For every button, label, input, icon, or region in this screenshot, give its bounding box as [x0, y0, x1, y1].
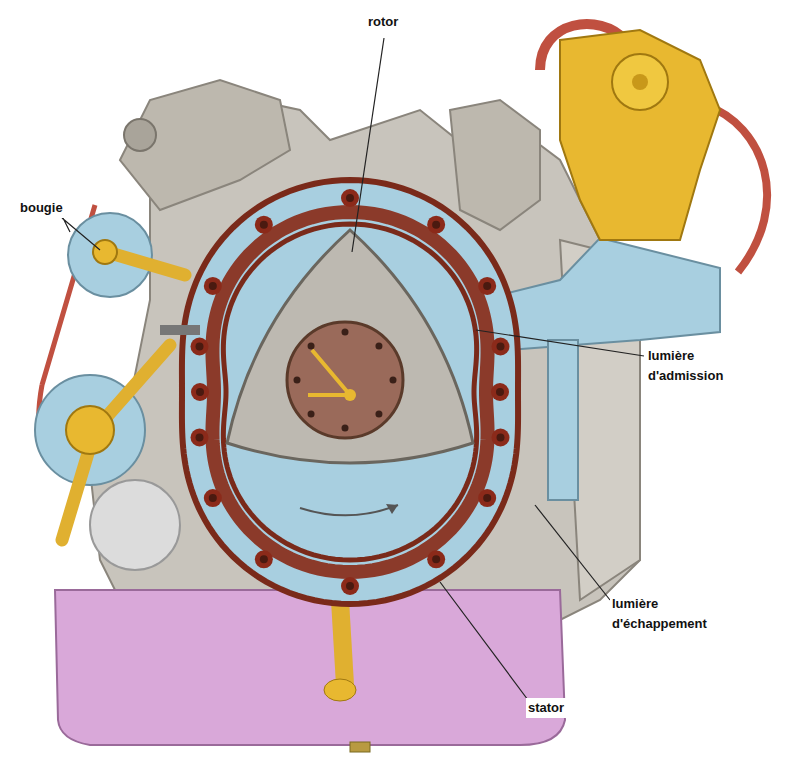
- bolt-head: [478, 277, 496, 295]
- rotor-bolt: [342, 329, 349, 336]
- shaft-marks: [308, 350, 350, 395]
- bolt: [191, 338, 209, 356]
- pulley-hub: [93, 240, 117, 264]
- oil-pan: [55, 590, 565, 745]
- pulley-hub: [66, 406, 114, 454]
- bolt-hole: [346, 582, 354, 590]
- rotor-gear: [287, 322, 403, 438]
- rotor-bolt: [308, 410, 315, 417]
- leader-line: [535, 505, 610, 600]
- rotor-bolt: [375, 343, 382, 350]
- leader-line: [62, 216, 100, 250]
- bolt-hole: [260, 555, 268, 563]
- bolt-hole: [346, 194, 354, 202]
- bolt: [204, 489, 222, 507]
- bolt: [255, 216, 273, 234]
- part-label: lumière d'admission: [646, 346, 750, 385]
- bolt: [191, 428, 209, 446]
- bolt: [491, 338, 509, 356]
- bolt-hole: [196, 388, 204, 396]
- bolt-head: [427, 216, 445, 234]
- rotor-bolt: [390, 377, 397, 384]
- leader-line: [440, 582, 528, 700]
- bolt: [255, 550, 273, 568]
- bolt-head: [255, 550, 273, 568]
- bolt-hole: [209, 494, 217, 502]
- bolt-head: [341, 577, 359, 595]
- bolt-head: [427, 550, 445, 568]
- bolt-hole: [496, 433, 504, 441]
- rotor-chamber: [223, 224, 476, 560]
- rotor-bolt: [342, 425, 349, 432]
- bolt-head: [255, 216, 273, 234]
- bolt-hole: [209, 282, 217, 290]
- bolt-head: [204, 489, 222, 507]
- oil-filter: [90, 480, 180, 570]
- spark-plug: [160, 325, 200, 335]
- part-label: bougie: [18, 198, 65, 218]
- carburetor-choke-hub: [632, 74, 648, 90]
- bolt-hole: [432, 221, 440, 229]
- bolt-group: [191, 189, 510, 595]
- bolt-hole: [483, 494, 491, 502]
- bolt: [427, 550, 445, 568]
- bolt-hole: [196, 433, 204, 441]
- bolt: [478, 277, 496, 295]
- stator-band: [212, 212, 487, 572]
- bolt: [427, 216, 445, 234]
- carburetor-choke: [612, 54, 668, 110]
- bolt-head: [478, 489, 496, 507]
- bracket: [62, 250, 185, 540]
- bolt: [478, 489, 496, 507]
- stator-housing: [182, 180, 518, 604]
- bolt: [491, 383, 509, 401]
- bolt-head: [191, 428, 209, 446]
- distributor: [450, 100, 540, 230]
- rotor-bolt: [294, 377, 301, 384]
- bolt: [341, 577, 359, 595]
- oil-pickup: [340, 600, 345, 685]
- rotor-bolt: [308, 343, 315, 350]
- rotation-arrow: [300, 505, 398, 515]
- intake-pipe: [548, 340, 578, 500]
- bolt-head: [191, 383, 209, 401]
- bolt-head: [341, 189, 359, 207]
- bolt-head: [491, 383, 509, 401]
- part-label: lumière d'échappement: [610, 594, 726, 633]
- oil-pickup-end: [324, 679, 356, 701]
- carburetor: [560, 30, 720, 240]
- leader-line: [352, 38, 384, 252]
- bolt-head: [491, 338, 509, 356]
- water-pump-outlet: [124, 119, 156, 151]
- drain-plug: [350, 742, 370, 752]
- part-label: rotor: [366, 12, 400, 32]
- bolt: [191, 383, 209, 401]
- bolt-head: [204, 277, 222, 295]
- bolt-hole: [432, 555, 440, 563]
- rotation-arrowhead: [386, 504, 398, 514]
- bolt: [204, 277, 222, 295]
- bolt-head: [191, 338, 209, 356]
- leader-line: [476, 330, 644, 356]
- shaft-center: [344, 389, 356, 401]
- bolt-hole: [196, 343, 204, 351]
- rotor-shape: [227, 230, 473, 463]
- bolt: [341, 189, 359, 207]
- rotor-dot-group: [294, 329, 397, 432]
- bolt-head: [491, 428, 509, 446]
- bolt-hole: [483, 282, 491, 290]
- bolt-hole: [496, 388, 504, 396]
- bolt: [491, 428, 509, 446]
- water-pump: [120, 80, 290, 210]
- rotor-bolt: [375, 410, 382, 417]
- bolt-hole: [496, 343, 504, 351]
- bolt-hole: [260, 221, 268, 229]
- part-label: stator: [526, 698, 566, 718]
